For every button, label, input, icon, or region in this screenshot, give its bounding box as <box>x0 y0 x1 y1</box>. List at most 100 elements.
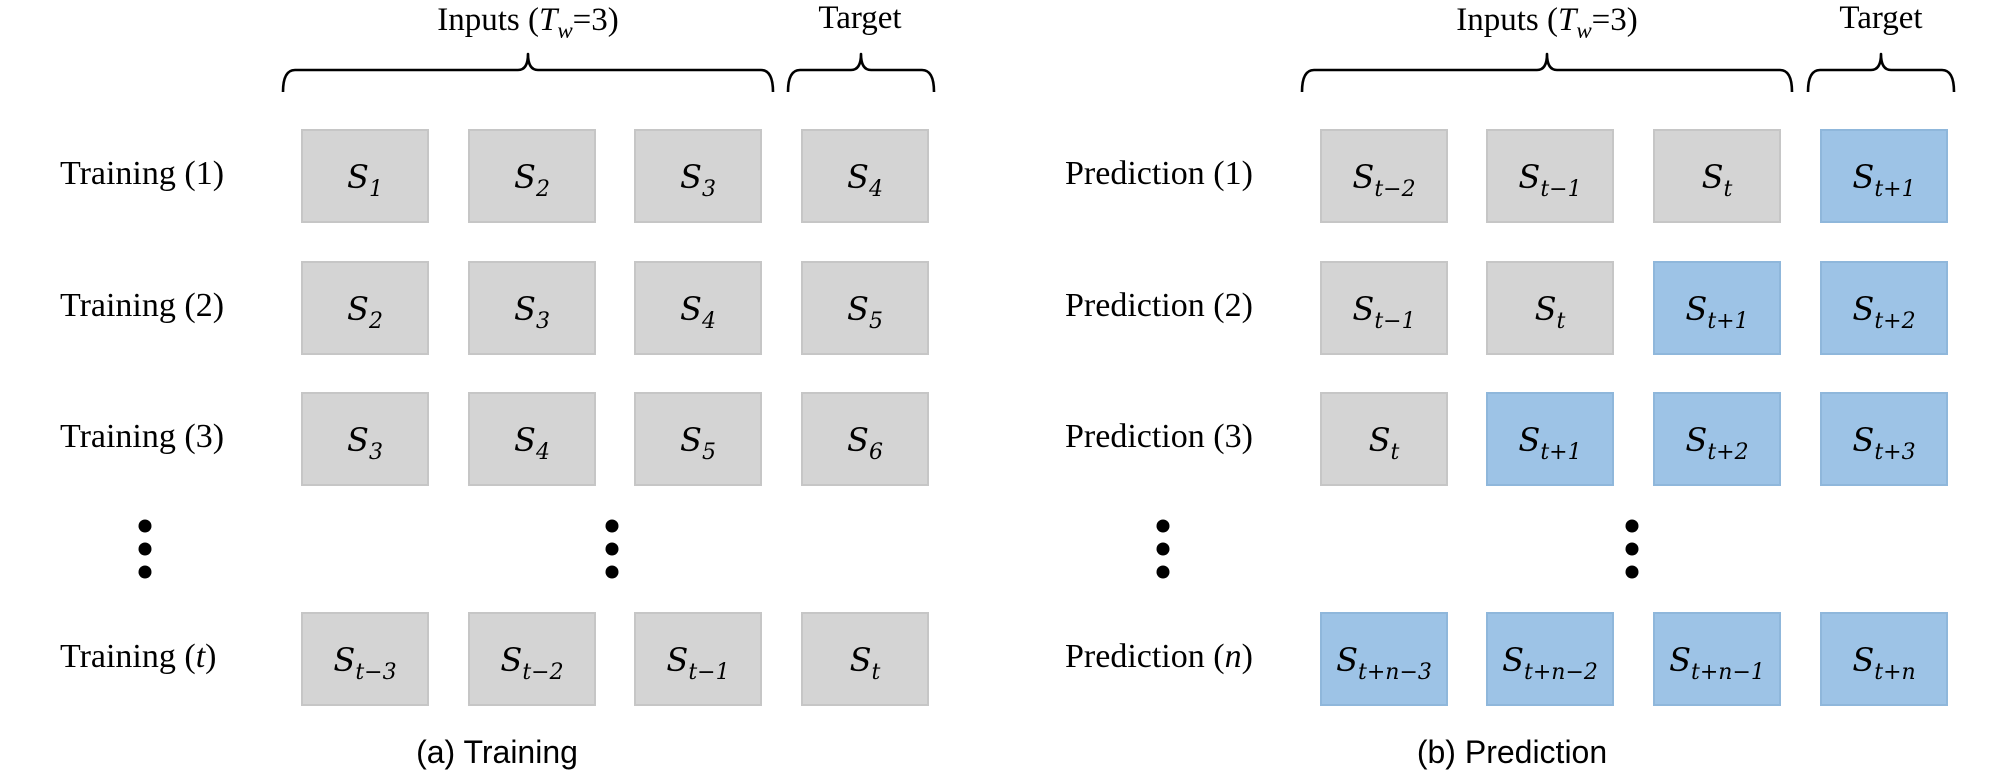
input-cell: S5 <box>634 392 762 486</box>
cell-label: St+2 <box>1685 421 1748 465</box>
inputs-brace <box>1300 52 1794 93</box>
input-cell: S1 <box>301 129 429 223</box>
cell-box <box>1653 261 1781 355</box>
prediction-row: Prediction (1) St−2 St−1 St St+1 <box>1065 129 1948 223</box>
cell-label: St−1 <box>1352 290 1415 334</box>
cell-box <box>1653 612 1781 706</box>
ellipsis-glyph: ⋮ <box>611 558 613 561</box>
cell-label: S3 <box>514 290 550 334</box>
cell-box <box>1486 612 1614 706</box>
input-cell: S5 <box>801 261 929 355</box>
cell-label: St−2 <box>500 641 563 685</box>
cell-label: St+1 <box>1852 158 1915 202</box>
panel-caption: (a) Training <box>416 734 578 770</box>
row-label: Prediction (3) <box>1065 418 1253 455</box>
row-label: Prediction (1) <box>1065 155 1253 192</box>
cell-box <box>1320 261 1448 355</box>
cell-label: S5 <box>680 421 716 465</box>
predicted-cell: St+n−3 <box>1320 612 1448 706</box>
row-label: Training (2) <box>60 287 224 324</box>
cell-label: St−1 <box>1518 158 1581 202</box>
training-row: Training (t) St−3 St−2 St−1 St <box>60 612 929 706</box>
predicted-cell: St+1 <box>1486 392 1614 486</box>
input-cell: St−3 <box>301 612 429 706</box>
input-cell: St−2 <box>1320 129 1448 223</box>
cell-label: St <box>1702 158 1733 202</box>
cell-box <box>301 392 429 486</box>
cell-box <box>468 612 596 706</box>
input-cell: St−1 <box>1320 261 1448 355</box>
target-header: Target <box>1839 0 1922 36</box>
cell-box <box>1320 612 1448 706</box>
ellipsis: ⋮ <box>605 519 619 579</box>
predicted-cell: St+2 <box>1820 261 1948 355</box>
target-header: Target <box>818 0 901 36</box>
input-cell: S3 <box>301 392 429 486</box>
cell-box <box>634 261 762 355</box>
cell-box <box>1820 129 1948 223</box>
row-label: Prediction (n) <box>1065 638 1253 675</box>
input-cell: St <box>1486 261 1614 355</box>
cell-label: S4 <box>680 290 716 334</box>
input-cell: S4 <box>468 392 596 486</box>
cell-label: St <box>850 641 881 685</box>
inputs-header: Inputs (Tw=3) <box>1456 2 1638 43</box>
cell-label: St−1 <box>666 641 729 685</box>
row-label: Training (3) <box>60 418 224 455</box>
cell-label: S3 <box>347 421 383 465</box>
cell-box <box>468 129 596 223</box>
cell-box <box>468 261 596 355</box>
cell-label: St+n <box>1852 641 1915 685</box>
input-cell: S4 <box>801 129 929 223</box>
cell-label: S6 <box>847 421 883 465</box>
ellipsis: ⋮ <box>1625 519 1639 579</box>
cell-label: St+1 <box>1518 421 1581 465</box>
cell-label: S3 <box>680 158 716 202</box>
cell-box <box>1486 392 1614 486</box>
cell-box <box>301 612 429 706</box>
cell-label: S5 <box>847 290 883 334</box>
cell-label: S4 <box>847 158 883 202</box>
target-brace <box>786 52 936 93</box>
row-label: Training (t) <box>60 638 216 675</box>
cell-box <box>801 612 929 706</box>
cell-label: St−3 <box>333 641 396 685</box>
cell-box <box>301 261 429 355</box>
panel-caption: (b) Prediction <box>1417 734 1607 770</box>
predicted-cell: St+1 <box>1653 261 1781 355</box>
input-cell: St−1 <box>634 612 762 706</box>
input-cell: St−2 <box>468 612 596 706</box>
cell-box <box>801 261 929 355</box>
input-cell: St <box>801 612 929 706</box>
cell-box <box>1653 392 1781 486</box>
cell-label: St+n−2 <box>1502 641 1598 685</box>
cell-box <box>1653 129 1781 223</box>
cell-label: St+n−1 <box>1669 641 1765 685</box>
cell-box <box>1820 612 1948 706</box>
cell-box <box>1820 261 1948 355</box>
cell-label: St+2 <box>1852 290 1915 334</box>
prediction-row: Prediction (n) St+n−3 St+n−2 St+n−1 St+n <box>1065 612 1948 706</box>
cell-label: St+3 <box>1852 421 1915 465</box>
cell-label: S1 <box>347 158 383 202</box>
cell-label: St <box>1535 290 1566 334</box>
input-cell: S6 <box>801 392 929 486</box>
cell-box <box>801 129 929 223</box>
training-row: Training (3) S3 S4 S5 S6 <box>60 392 929 486</box>
predicted-cell: St+2 <box>1653 392 1781 486</box>
cell-box <box>634 392 762 486</box>
inputs-brace <box>281 52 775 93</box>
cell-box <box>801 392 929 486</box>
predicted-cell: St+3 <box>1820 392 1948 486</box>
cell-label: St−2 <box>1352 158 1415 202</box>
input-cell: S3 <box>468 261 596 355</box>
cell-box <box>1320 129 1448 223</box>
cell-label: S2 <box>514 158 550 202</box>
cell-box <box>1486 129 1614 223</box>
